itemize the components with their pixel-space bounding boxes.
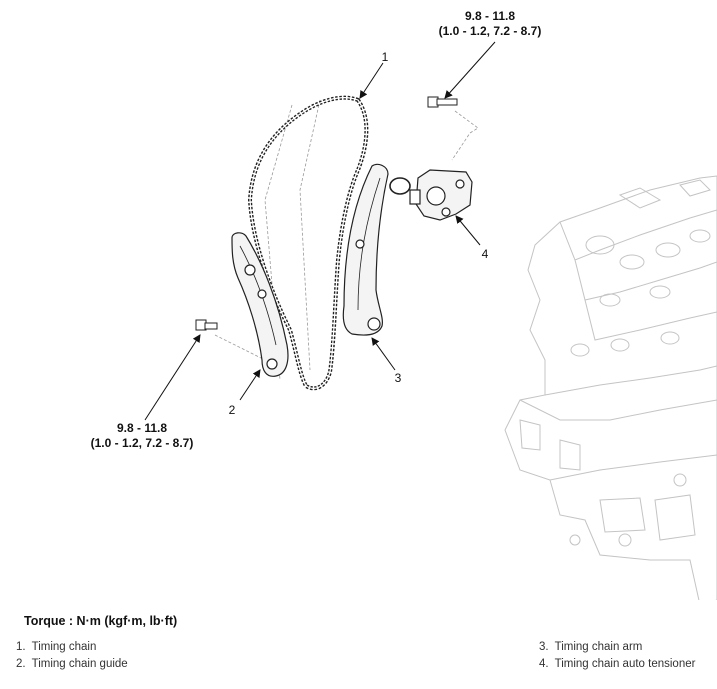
engine-block	[504, 175, 717, 600]
legend-item: 3. Timing chain arm	[539, 641, 642, 653]
legend-item-number: 2.	[16, 658, 26, 670]
callout-2: 2	[229, 403, 236, 417]
timing-chain-arm	[342, 163, 389, 336]
torque-units-title: Torque : N·m (kgf·m, lb·ft)	[24, 614, 178, 628]
callout-4: 4	[482, 247, 489, 261]
leader-lines	[144, 41, 496, 421]
legend-item-number: 1.	[16, 641, 26, 653]
torque-spec-tensioner-bolt: 9.8 - 11.8 (1.0 - 1.2, 7.2 - 8.7)	[420, 9, 560, 39]
legend-item-label: Timing chain arm	[554, 641, 643, 653]
torque-value-alt-units: (1.0 - 1.2, 7.2 - 8.7)	[438, 24, 542, 38]
legend-item: 1. Timing chain	[16, 641, 96, 653]
timing-chain-guide	[231, 232, 289, 377]
legend-item-label: Timing chain	[31, 641, 97, 653]
auto-tensioner	[389, 169, 473, 221]
torque-value: 9.8 - 11.8	[116, 421, 168, 435]
legend-item: 4. Timing chain auto tensioner	[539, 658, 695, 670]
torque-value-alt-units: (1.0 - 1.2, 7.2 - 8.7)	[90, 436, 194, 450]
timing-chain	[247, 95, 369, 391]
legend-item-label: Timing chain guide	[31, 658, 128, 670]
tensioner-bolt	[427, 96, 458, 108]
legend-item-number: 4.	[539, 658, 549, 670]
torque-spec-guide-bolt: 9.8 - 11.8 (1.0 - 1.2, 7.2 - 8.7)	[72, 421, 212, 451]
torque-value: 9.8 - 11.8	[464, 9, 516, 23]
callout-3: 3	[395, 371, 402, 385]
legend-item-label: Timing chain auto tensioner	[554, 658, 696, 670]
assembly-lines	[214, 99, 479, 381]
callout-1: 1	[382, 50, 389, 64]
legend-item-number: 3.	[539, 641, 549, 653]
timing-chain-diagram: 1 2 3 4	[144, 41, 717, 600]
legend-item: 2. Timing chain guide	[16, 658, 128, 670]
guide-bolt	[195, 319, 218, 331]
